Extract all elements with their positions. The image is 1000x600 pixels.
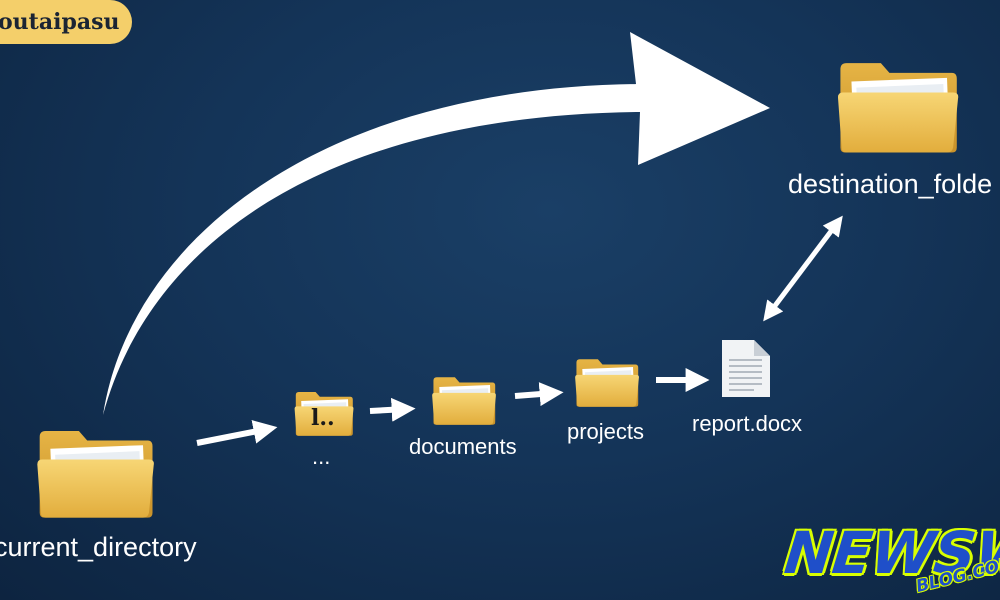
big-curved-arrow	[103, 32, 770, 415]
label-projects: projects	[567, 419, 645, 444]
channel-badge: outaipasu	[0, 0, 132, 44]
label-current-directory: current_directory	[0, 532, 197, 562]
folder-icon	[432, 377, 496, 425]
arrow-report-destination	[763, 215, 843, 322]
label-report: report.docx	[692, 411, 803, 436]
label-documents: documents	[409, 434, 517, 459]
label-destination: destination_folde	[788, 169, 993, 199]
newswala-logo: NEWSWAL BLOG.COM	[775, 515, 1000, 600]
folder-icon	[837, 63, 959, 153]
folder-icon	[37, 430, 154, 518]
arrow-parent-to-documents	[369, 397, 416, 422]
label-parent: ...	[312, 444, 331, 469]
label-parent-folder-text: l..	[311, 405, 335, 431]
document-icon	[722, 340, 770, 397]
arrow-documents-to-projects	[514, 382, 564, 407]
arrow-current-to-parent	[196, 420, 278, 446]
channel-badge-text: outaipasu	[0, 9, 120, 35]
folder-icon	[575, 359, 639, 407]
